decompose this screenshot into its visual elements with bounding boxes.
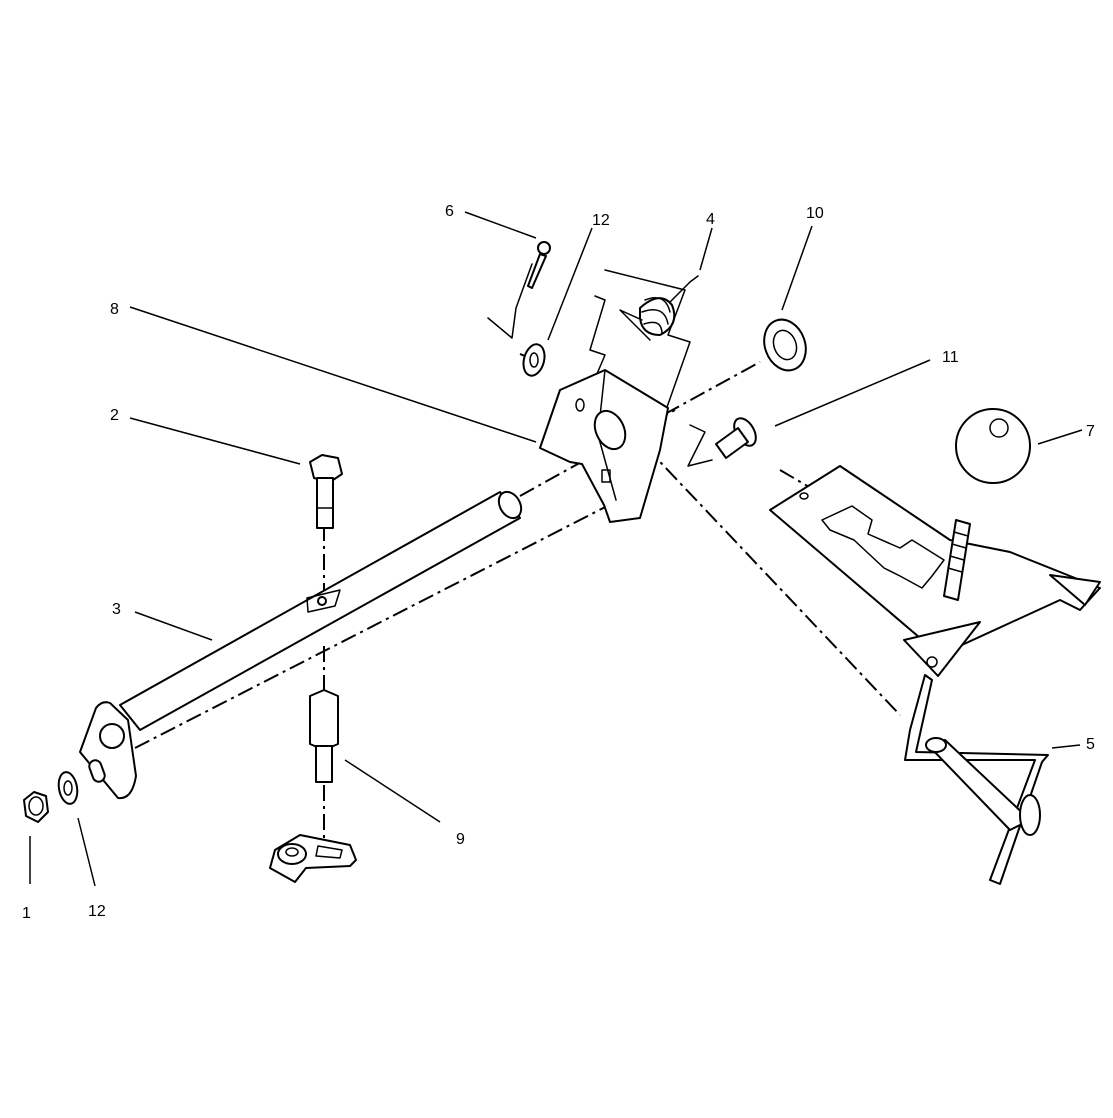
shift-rod-part (904, 674, 1049, 885)
plate-stud (99, 723, 125, 749)
clevis-part (269, 834, 357, 883)
spacer-part (309, 689, 339, 783)
callout-3: 3 (112, 601, 121, 618)
main-shaft-axis (134, 501, 616, 749)
spring-leg-right (669, 275, 699, 303)
torsion-spring-part (619, 275, 699, 341)
spacer-stud (315, 745, 333, 783)
nut-body (23, 791, 49, 823)
spring-windings (641, 297, 671, 335)
washer-hole (63, 780, 73, 796)
bolt-shank (316, 477, 334, 529)
bracket-slot (601, 469, 611, 483)
callout-labels: 1 12 2 3 9 8 6 12 4 10 11 7 5 (22, 203, 1095, 922)
plate-body (769, 465, 1101, 656)
plate-end-tab (1049, 574, 1101, 606)
shift-shaft-part (79, 490, 523, 800)
bracket-part (539, 369, 669, 523)
callout-7: 7 (1086, 423, 1095, 440)
washer-hole (529, 352, 539, 368)
nut-bore (28, 796, 44, 816)
bracket-pivot-hole (593, 409, 627, 451)
callout-6: 6 (445, 203, 454, 220)
shaft-end (497, 490, 523, 520)
washer-body (522, 343, 546, 377)
shift-rod-axis (625, 425, 901, 716)
leader-2 (129, 417, 301, 465)
rod-pin (1019, 794, 1041, 836)
washer-large-part (763, 318, 807, 372)
cotter-pin-part (527, 241, 551, 289)
callout-4: 4 (706, 211, 715, 228)
shift-plate-part (769, 465, 1101, 677)
bracket-small-hole (575, 398, 585, 412)
spring-leg-left (619, 309, 651, 341)
pin-break-line (487, 263, 533, 339)
bolt-break-line (687, 424, 713, 467)
washer-axis (664, 361, 761, 415)
shift-gate-slot (821, 505, 945, 589)
clevis-slot (315, 845, 343, 859)
callout-9: 9 (456, 831, 465, 848)
shaft-hole-center (317, 596, 327, 606)
leader-12-lower (77, 817, 96, 887)
leader-12-upper (547, 227, 593, 341)
shaft-body (119, 491, 521, 731)
bolt-head (309, 454, 343, 483)
washer-body (57, 771, 79, 805)
bolt-shank (715, 427, 749, 459)
callout-1: 1 (22, 905, 31, 922)
leader-11 (774, 359, 931, 427)
rod-body (904, 674, 1049, 885)
spring-coil (639, 297, 676, 336)
clevis-boss (277, 843, 307, 865)
callout-10: 10 (806, 205, 824, 222)
leader-3 (134, 611, 213, 641)
flat-washer-upper-part (522, 343, 546, 377)
assembly-axis-lines (134, 353, 901, 840)
leader-10 (781, 225, 813, 311)
leader-9 (344, 759, 441, 823)
leader-6 (464, 211, 537, 239)
shaft-end-plate (79, 701, 137, 800)
washer-hole (772, 329, 798, 361)
shoulder-bolt-part (715, 417, 757, 459)
knob-insert (989, 418, 1009, 438)
callout-12-upper: 12 (592, 212, 610, 229)
callout-11: 11 (942, 349, 959, 366)
knob-ball (955, 408, 1031, 484)
callout-5: 5 (1086, 736, 1095, 753)
washer-body (763, 318, 807, 372)
clevis-bore (285, 847, 299, 857)
callout-8: 8 (110, 301, 119, 318)
pin-shank (527, 253, 547, 289)
leader-5 (1051, 744, 1081, 749)
hex-bolt-part (309, 454, 343, 529)
spacer-hex (309, 689, 339, 751)
callout-2: 2 (110, 407, 119, 424)
stem-threads (947, 531, 969, 573)
lock-nut-part (23, 791, 49, 823)
plate-tab (903, 621, 981, 677)
rod-pivot (925, 737, 947, 753)
leader-lines (29, 211, 1083, 887)
flat-washer-lower-part (57, 771, 79, 805)
knob-threaded-stem (943, 519, 971, 601)
shift-knob-part (943, 408, 1031, 601)
plate-hole-1 (799, 492, 809, 500)
shaft-hole (306, 589, 341, 613)
plate-tab-hole (926, 656, 938, 668)
leader-7 (1037, 429, 1083, 445)
leader-4 (699, 227, 713, 271)
plate-slot (88, 759, 106, 783)
leader-8 (129, 306, 537, 443)
pin-head (537, 241, 551, 255)
callout-12-lower: 12 (88, 903, 106, 920)
